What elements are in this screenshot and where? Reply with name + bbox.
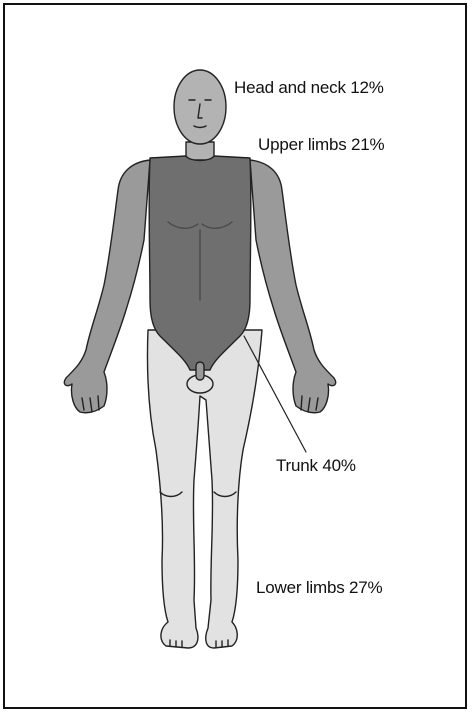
upper-limbs-label: Upper limbs 21% — [258, 135, 384, 155]
head-neck-label: Head and neck 12% — [234, 78, 384, 98]
trunk-region — [149, 156, 251, 370]
head-neck-region — [174, 70, 226, 160]
trunk-label: Trunk 40% — [276, 456, 356, 476]
lower-limbs-label: Lower limbs 27% — [256, 578, 382, 598]
